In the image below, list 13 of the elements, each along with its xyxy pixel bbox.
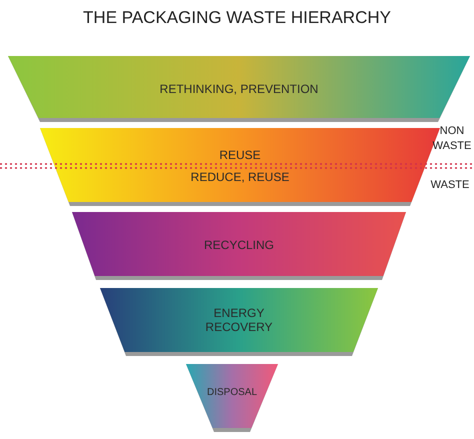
pyramid-band bbox=[8, 56, 470, 122]
band-label: RECYCLING bbox=[204, 238, 274, 252]
pyramid-band bbox=[72, 212, 406, 280]
band-label: REDUCE, REUSE bbox=[190, 170, 290, 184]
side-label: WASTE bbox=[430, 178, 470, 193]
pyramid-band bbox=[186, 364, 278, 432]
band-label: DISPOSAL bbox=[206, 386, 258, 400]
band-label: RETHINKING, PREVENTION bbox=[160, 82, 318, 96]
band-label: ENERGY RECOVERY bbox=[204, 306, 274, 334]
side-label: NON WASTE bbox=[432, 124, 472, 154]
pyramid-band bbox=[100, 288, 378, 356]
band-label: REUSE bbox=[219, 148, 261, 162]
title: THE PACKAGING WASTE HIERARCHY bbox=[82, 8, 392, 28]
